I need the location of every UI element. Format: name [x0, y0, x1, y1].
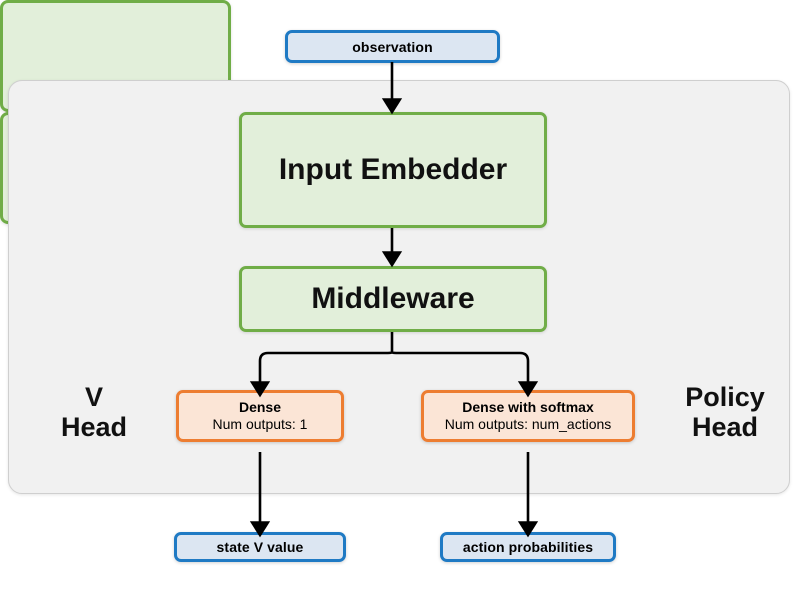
- label-v-head-line2: Head: [60, 412, 128, 443]
- node-input-embedder-label: Input Embedder: [278, 153, 508, 186]
- node-v-head-dense[interactable]: Dense Num outputs: 1: [176, 390, 344, 442]
- node-v-head-dense-title: Dense: [238, 398, 282, 415]
- node-middleware-label: Middleware: [311, 282, 475, 315]
- node-observation-label: observation: [352, 38, 433, 55]
- node-state-v-value[interactable]: state V value: [174, 532, 346, 562]
- node-policy-head-dense[interactable]: Dense with softmax Num outputs: num_acti…: [421, 390, 635, 442]
- node-middleware[interactable]: Middleware: [239, 266, 547, 332]
- node-input-embedder[interactable]: Input Embedder: [239, 112, 547, 228]
- node-action-probabilities[interactable]: action probabilities: [440, 532, 616, 562]
- node-v-head-dense-subtitle: Num outputs: 1: [212, 416, 308, 432]
- label-v-head: V Head: [40, 382, 148, 442]
- node-policy-head-dense-subtitle: Num outputs: num_actions: [444, 416, 612, 432]
- label-policy-head-line1: Policy: [685, 382, 765, 412]
- label-policy-head: Policy Head: [660, 382, 790, 442]
- label-v-head-line1: V: [84, 382, 103, 412]
- node-action-probabilities-label: action probabilities: [462, 539, 594, 555]
- node-state-v-value-label: state V value: [216, 539, 304, 555]
- label-policy-head-line2: Head: [691, 412, 759, 443]
- node-policy-head-dense-title: Dense with softmax: [462, 398, 594, 415]
- node-observation[interactable]: observation: [285, 30, 500, 63]
